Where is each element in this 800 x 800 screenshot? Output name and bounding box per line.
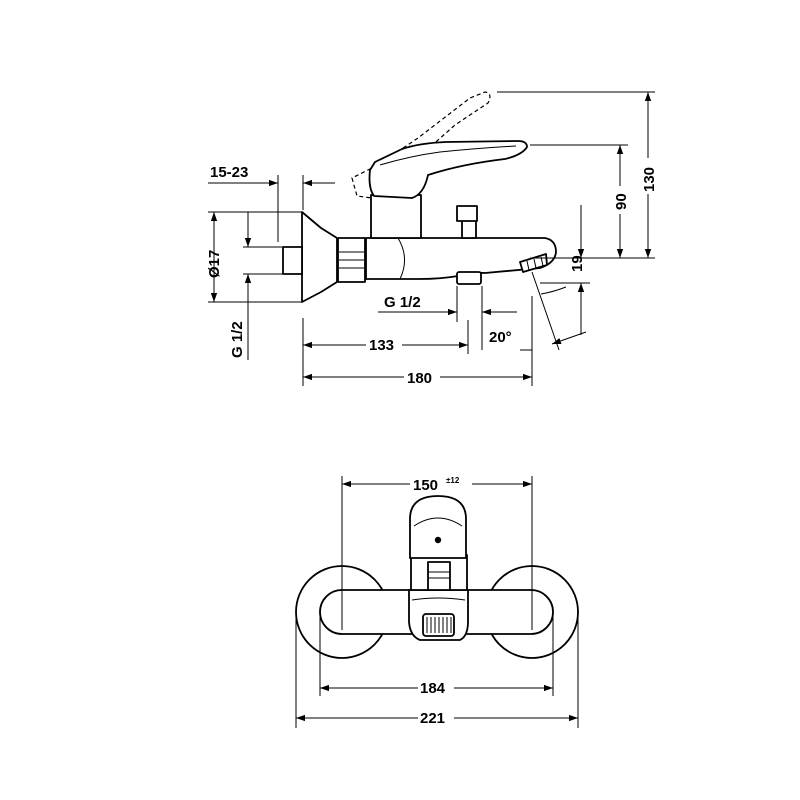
eccentric-connector xyxy=(282,246,303,275)
dim-width-184: 184 xyxy=(420,680,446,697)
aerator-grille xyxy=(426,617,452,633)
dim-length-180: 180 xyxy=(407,370,432,387)
diverter-knob xyxy=(456,205,478,222)
dim-length-133: 133 xyxy=(369,337,394,354)
lever-handle xyxy=(368,140,528,199)
dim-centers: 150 xyxy=(413,477,438,494)
dim-thread-inlet: G 1/2 xyxy=(229,321,246,358)
diverter-knob-front xyxy=(427,561,451,591)
bath-outlet-nipple xyxy=(456,271,482,285)
dim-height-130: 130 xyxy=(641,167,658,192)
dim-height-19: 19 xyxy=(569,255,586,272)
diverter-stem xyxy=(461,219,477,239)
indicator-dot xyxy=(434,536,442,544)
spout-body-contour xyxy=(397,237,405,280)
dim-angle: 20° xyxy=(489,329,512,346)
front-view: 150 ±12 184 221 xyxy=(295,473,579,728)
side-view: 15-23 Ø17 G 1/2 G 1/2 20° 133 xyxy=(206,91,658,387)
lever-handle-front xyxy=(409,495,467,559)
dim-depth-range: 15-23 xyxy=(210,164,248,181)
dim-diameter: Ø17 xyxy=(206,250,223,278)
dim-width-221: 221 xyxy=(420,710,445,727)
dim-height-90: 90 xyxy=(613,193,630,210)
dim-centers-tolerance: ±12 xyxy=(446,476,460,485)
cartridge-housing xyxy=(370,194,422,239)
spout-body xyxy=(365,237,557,280)
wall-escutcheon xyxy=(301,211,338,303)
dim-thread-outlet: G 1/2 xyxy=(384,294,421,311)
